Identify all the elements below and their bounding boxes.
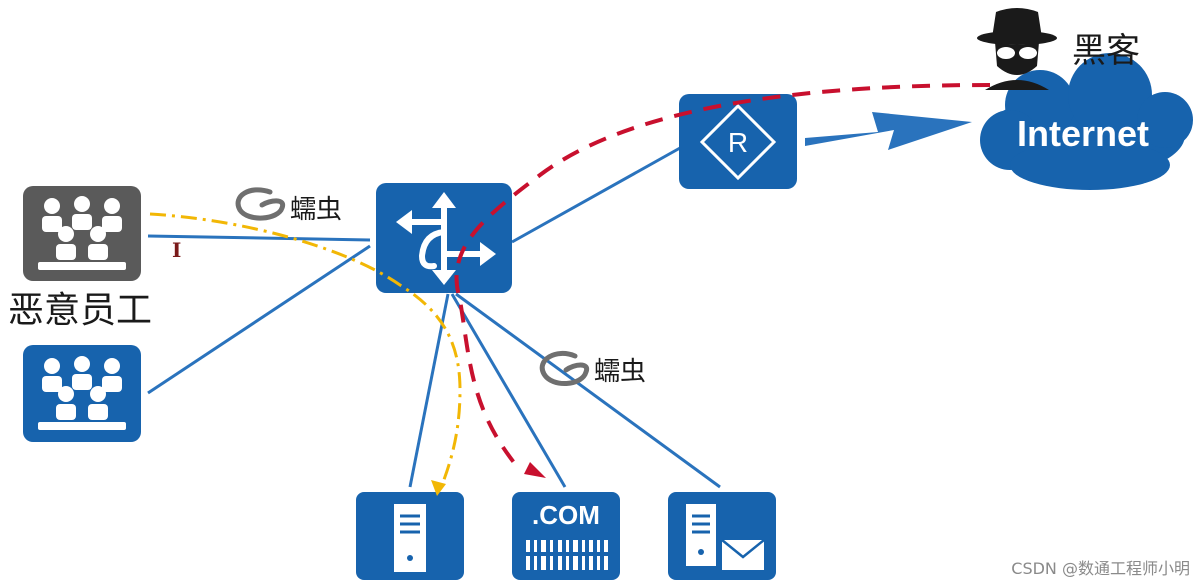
hacker-label: 黑客 [1072,31,1140,71]
worm-label-lower: 蠕虫 [594,357,646,387]
hacker-attack-path [454,83,991,472]
router-icon: R [679,94,797,189]
cloud-icon [980,53,1193,190]
server-icon [356,492,464,580]
worm-label-upper: 蠕虫 [290,195,342,225]
network-links [147,146,721,489]
watermark: CSDN @数通工程师小明 [1011,559,1190,578]
hacker-icon [977,8,1057,90]
users-group-icon [23,186,141,281]
link-switch-web [450,293,567,488]
worm-icon [235,187,286,221]
link-switch-mail [455,292,721,489]
link-switch-server1 [408,293,450,488]
link-employee-switch [147,234,371,242]
hacker-path-arrowhead [524,462,546,478]
worm-icon [539,350,590,386]
svg-text:R: R [728,127,748,158]
link-switch-router [511,146,681,244]
wan-link [805,112,972,150]
malicious-employee-label: 恶意员工 [8,290,152,331]
users-group-icon [23,345,141,442]
mail-server-icon [668,492,776,580]
internet-label: Internet [1017,113,1149,154]
web-server-icon: .COM [512,492,620,580]
switch-icon [376,183,512,293]
envelope-icon [721,539,765,570]
link-users-switch [147,244,371,395]
cursor-glyph: I [172,238,181,262]
worm-spread-path [149,212,462,491]
worm-path-arrowhead [431,480,446,496]
com-label: .COM [532,500,600,530]
